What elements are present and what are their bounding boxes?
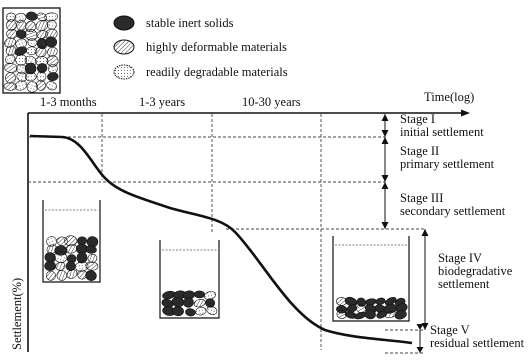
waste-particle: [376, 310, 387, 319]
stage-arrowheads: [381, 114, 429, 353]
waste-particle: [172, 306, 184, 317]
stage-1-desc: initial settlement: [400, 125, 484, 139]
container-stage-middle: [159, 240, 220, 319]
waste-particle: [47, 72, 59, 82]
settlement-curve: [29, 134, 413, 345]
waste-particle: [195, 307, 207, 316]
waste-particle: [66, 269, 78, 279]
waste-particle: [55, 261, 66, 271]
waste-particle: [85, 245, 97, 254]
container-stage-late: [332, 236, 410, 322]
waste-particle: [24, 72, 37, 82]
waste-particle: [46, 81, 57, 91]
mixed-waste-box: [2, 7, 61, 94]
stage-5-name: Stage V: [430, 323, 470, 337]
stable-inert-solids-icon: [113, 15, 135, 31]
waste-particle: [35, 80, 47, 91]
waste-particle: [394, 310, 407, 320]
stage-2-name: Stage II: [400, 144, 439, 158]
time-period-3: 10-30 years: [242, 95, 301, 109]
time-axis-label: Time(log): [424, 90, 474, 104]
waste-particle: [346, 304, 357, 313]
stage-3-name: Stage III: [400, 191, 443, 205]
legend-label-degradable: readily degradable materials: [146, 65, 288, 79]
stage-4-desc-1: biodegradative: [438, 264, 513, 278]
waste-particle: [193, 299, 206, 308]
deformable-materials-icon: [113, 39, 135, 55]
time-period-1: 1-3 months: [40, 95, 97, 109]
y-axis-label: Settlement(%): [10, 278, 24, 350]
stage-3-desc: secondary settlement: [400, 204, 506, 218]
waste-particle: [206, 306, 218, 315]
waste-particle: [56, 270, 68, 281]
waste-particle: [44, 260, 56, 272]
waste-particle: [45, 36, 58, 48]
waste-particle: [185, 308, 196, 317]
waste-particle: [45, 270, 56, 281]
degradable-materials-icon: [113, 64, 135, 80]
grid-lines: [28, 114, 425, 354]
waste-particle: [183, 297, 194, 308]
stage-4-desc-2: settlement: [438, 277, 490, 291]
waste-particle: [193, 290, 205, 299]
stage-4-name: Stage IV: [438, 251, 482, 265]
stage-2-desc: primary settlement: [400, 157, 495, 171]
container-stage-early: [42, 200, 101, 283]
waste-particle: [5, 54, 16, 65]
waste-particle: [36, 71, 47, 82]
legend: stable inert solids highly deformable ma…: [113, 15, 288, 80]
stage-5-desc: residual settlement: [430, 336, 525, 350]
waste-particle: [364, 309, 376, 320]
time-period-2: 1-3 years: [139, 95, 185, 109]
stage-1-name: Stage I: [400, 112, 435, 126]
waste-particle: [85, 261, 99, 271]
waste-particle: [54, 251, 68, 263]
waste-particle: [375, 297, 386, 305]
legend-label-stable: stable inert solids: [146, 16, 234, 30]
waste-particle: [5, 45, 17, 56]
waste-particle: [85, 270, 97, 281]
waste-particle: [14, 80, 28, 91]
legend-label-deformable: highly deformable materials: [146, 40, 287, 54]
time-axis-arrow: [461, 109, 470, 117]
